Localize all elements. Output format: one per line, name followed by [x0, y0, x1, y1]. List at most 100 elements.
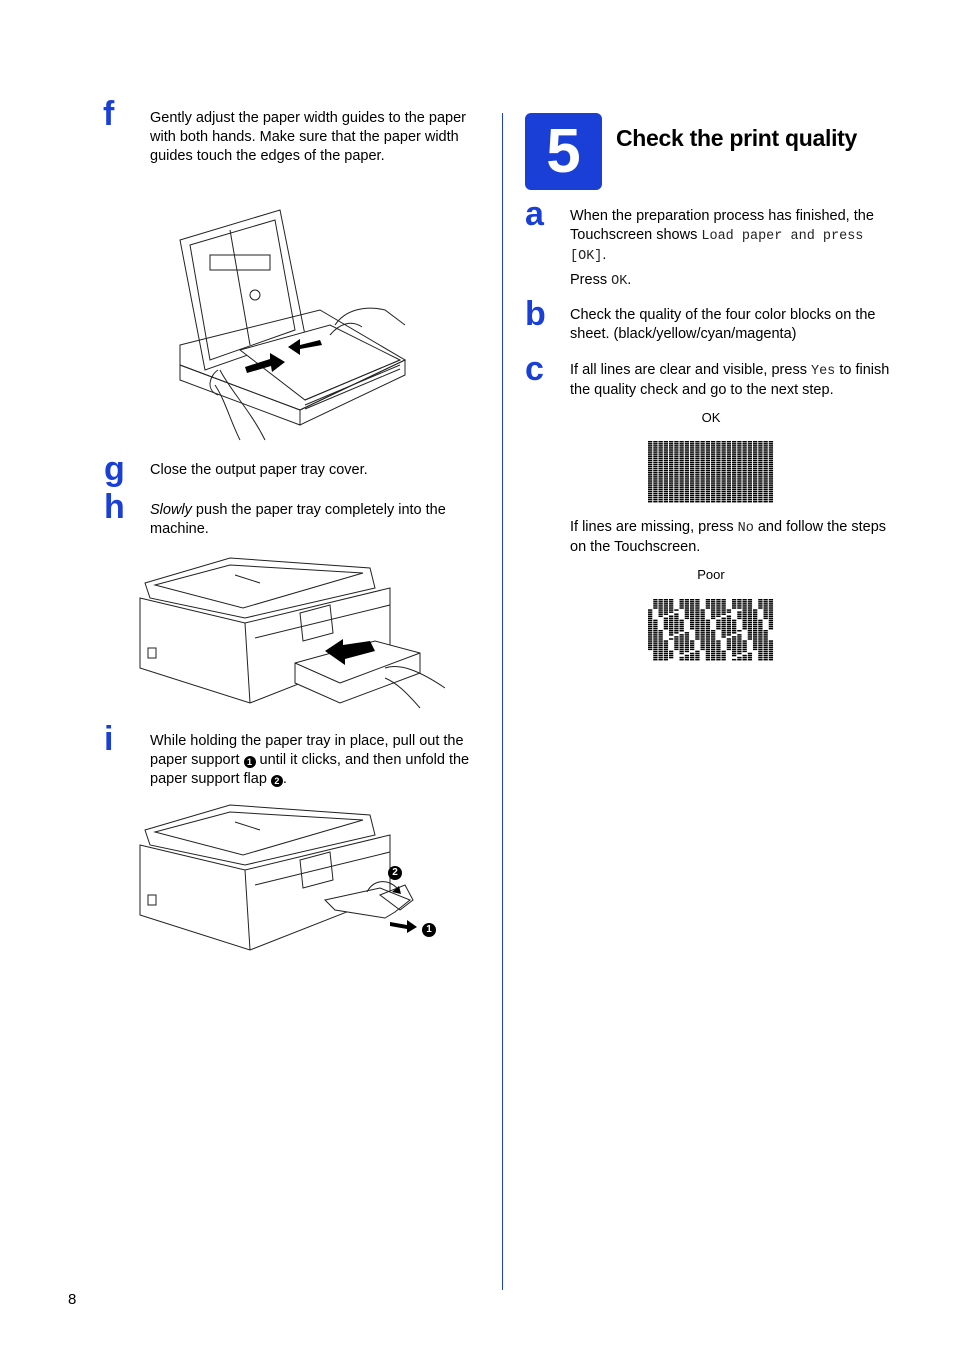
pattern-line-segment	[690, 627, 695, 630]
pattern-line-segment	[742, 644, 747, 646]
pattern-line-segment	[653, 476, 658, 478]
pattern-line-segment	[716, 607, 721, 609]
pattern-line-segment	[658, 480, 663, 482]
pattern-line-segment	[763, 459, 768, 462]
pattern-line-segment	[695, 447, 700, 449]
pattern-line-segment	[674, 646, 679, 649]
pattern-line-segment	[695, 488, 700, 491]
pattern-line-segment	[716, 496, 721, 499]
pattern-line-segment	[732, 640, 737, 642]
pattern-line-segment	[679, 496, 684, 499]
pattern-line-segment	[695, 650, 700, 653]
pattern-line-segment	[753, 451, 758, 453]
pattern-line-segment	[742, 453, 747, 455]
pattern-line-segment	[684, 644, 690, 646]
pattern-line-segment	[742, 472, 747, 474]
pattern-line-segment	[732, 621, 737, 624]
pattern-line-segment	[726, 455, 732, 457]
pattern-line-segment	[695, 455, 700, 457]
pattern-line-segment	[768, 451, 774, 453]
pattern-line-segment	[732, 449, 737, 451]
pattern-line-segment	[732, 630, 737, 632]
pattern-line-segment	[753, 634, 758, 636]
pattern-line-segment	[653, 459, 658, 462]
pattern-line-segment	[711, 476, 716, 478]
step-letter-b: b	[525, 295, 546, 333]
pattern-line-segment	[695, 625, 700, 628]
pattern-line-segment	[716, 459, 721, 462]
step-h-text: Slowly push the paper tray completely in…	[150, 501, 480, 539]
pattern-line-segment	[663, 472, 669, 474]
pattern-line-segment	[700, 474, 705, 476]
pattern-line-segment	[679, 445, 684, 447]
pattern-line-segment	[648, 457, 653, 460]
ok-caption: OK	[701, 410, 721, 425]
pattern-line-segment	[648, 453, 653, 455]
pattern-line-segment	[653, 447, 658, 449]
pattern-line-segment	[653, 644, 658, 646]
pattern-line-segment	[695, 623, 700, 626]
pattern-line-segment	[737, 636, 742, 638]
pattern-line-segment	[700, 441, 705, 443]
pattern-line-segment	[653, 486, 658, 488]
pattern-line-segment	[763, 469, 768, 472]
pattern-line-segment	[674, 609, 679, 611]
pattern-line-segment	[732, 498, 737, 501]
pattern-line-segment	[674, 467, 679, 470]
pattern-line-segment	[732, 627, 737, 630]
pattern-line-segment	[726, 648, 732, 651]
pattern-line-segment	[747, 469, 753, 472]
pattern-line-segment	[726, 457, 732, 460]
pattern-line-segment	[753, 638, 758, 640]
pattern-line-segment	[758, 461, 763, 464]
pattern-line-segment	[684, 457, 690, 460]
pattern-line-segment	[679, 500, 684, 503]
pattern-line-segment	[684, 494, 690, 497]
pattern-line-segment	[653, 478, 658, 480]
pattern-line-segment	[690, 496, 695, 499]
pattern-line-segment	[737, 607, 742, 609]
pattern-line-segment	[700, 455, 705, 457]
pattern-line-segment	[669, 621, 674, 624]
pattern-line-segment	[674, 461, 679, 464]
pattern-line-segment	[716, 656, 721, 659]
pattern-line-segment	[742, 451, 747, 453]
pattern-line-segment	[721, 488, 726, 491]
pattern-line-segment	[658, 611, 663, 613]
pattern-line-segment	[758, 500, 763, 503]
pattern-line-segment	[742, 603, 747, 605]
pattern-line-segment	[726, 480, 732, 482]
pattern-line-segment	[768, 465, 774, 468]
pattern-line-segment	[758, 605, 763, 607]
pattern-line-segment	[684, 636, 690, 638]
pattern-line-segment	[711, 605, 716, 607]
pattern-line-segment	[763, 484, 768, 486]
pattern-line-segment	[674, 627, 679, 630]
pattern-line-segment	[648, 451, 653, 453]
pattern-line-segment	[690, 492, 695, 495]
pattern-line-segment	[705, 619, 711, 622]
pattern-line-segment	[653, 642, 658, 644]
pattern-line-segment	[742, 469, 747, 472]
pattern-line-segment	[747, 625, 753, 628]
pattern-line-segment	[747, 445, 753, 447]
pattern-line-segment	[663, 619, 669, 622]
pattern-line-segment	[679, 634, 684, 636]
pattern-line-segment	[763, 617, 768, 620]
pattern-line-segment	[653, 627, 658, 630]
pattern-line-segment	[674, 486, 679, 488]
pattern-line-segment	[737, 605, 742, 607]
pattern-line-segment	[690, 611, 695, 613]
pattern-line-segment	[658, 498, 663, 501]
pattern-line-segment	[679, 449, 684, 451]
pattern-line-segment	[663, 496, 669, 499]
pattern-line-segment	[679, 630, 684, 632]
pattern-line-segment	[658, 474, 663, 476]
pattern-line-segment	[737, 644, 742, 646]
pattern-line-segment	[695, 474, 700, 476]
pattern-line-segment	[758, 474, 763, 476]
pattern-line-segment	[753, 465, 758, 468]
pattern-line-segment	[763, 478, 768, 480]
pattern-line-segment	[679, 646, 684, 649]
pattern-line-segment	[711, 474, 716, 476]
